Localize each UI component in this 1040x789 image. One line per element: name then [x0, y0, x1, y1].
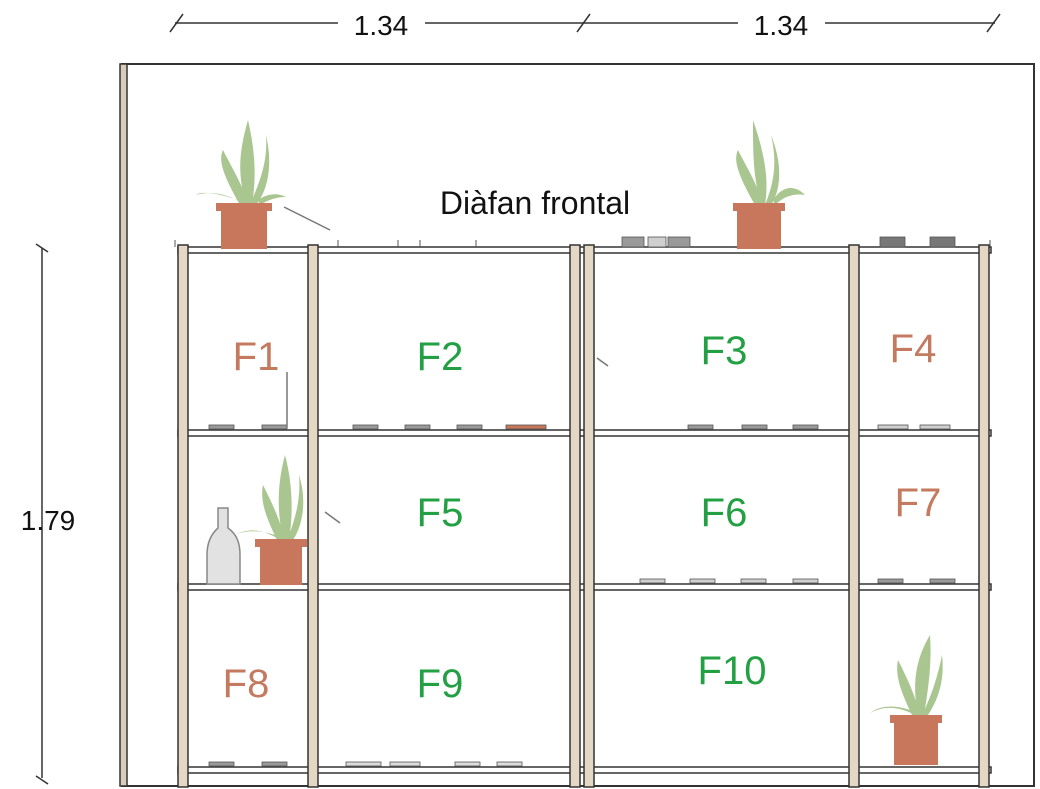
cell-label-f7: F7: [895, 481, 942, 525]
plant-pot-icon: [196, 120, 286, 249]
diagram-title: Diàfan frontal: [440, 185, 630, 221]
top-ticks: [174, 240, 991, 247]
post-1: [177, 244, 189, 788]
plant-pot-icon: [870, 635, 943, 765]
cell-label-f8: F8: [223, 662, 270, 706]
cell-label-f1: F1: [233, 335, 280, 379]
misc-lines: [283, 206, 609, 524]
cell-label-f10: F10: [698, 649, 767, 693]
post-2: [307, 244, 319, 788]
cell-label-f4: F4: [890, 327, 937, 371]
shelf-items: [208, 236, 956, 767]
bottle-icon: [206, 507, 241, 585]
dimension-height: 1.79: [21, 505, 76, 536]
post-5: [848, 244, 860, 788]
posts: [177, 244, 990, 788]
left-dimension: [35, 243, 49, 785]
cell-label-f2: F2: [417, 335, 464, 379]
cell-label-f9: F9: [417, 662, 464, 706]
cell-label-f5: F5: [417, 491, 464, 535]
wall-left-panel: [119, 63, 128, 787]
dimension-left-width: 1.34: [354, 10, 409, 41]
cell-label-f6: F6: [701, 491, 748, 535]
top-dimension: [169, 13, 1001, 33]
post-4: [583, 244, 595, 788]
cell-label-f3: F3: [701, 329, 748, 373]
post-3: [569, 244, 581, 788]
plant-pot-icon: [235, 455, 307, 585]
plant-pot-icon: [733, 120, 805, 249]
post-6: [978, 244, 990, 788]
dimension-right-width: 1.34: [754, 10, 809, 41]
